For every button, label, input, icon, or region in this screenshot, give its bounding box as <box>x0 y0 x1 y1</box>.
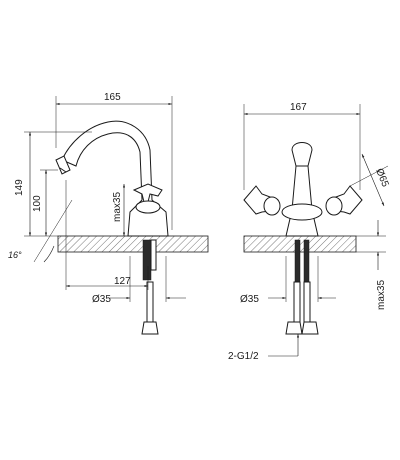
front-faucet-body <box>243 142 363 237</box>
side-dim-width: 165 <box>104 92 121 103</box>
side-shank <box>141 239 159 335</box>
side-faucet-body <box>55 120 169 237</box>
side-dim-height-spout: 100 <box>32 195 43 212</box>
side-dim-max-height: max35 <box>112 192 123 222</box>
side-dim-reach: 127 <box>114 276 131 287</box>
front-dim-hole-diameter: Ø35 <box>240 294 259 305</box>
front-dim-max-height: max35 <box>376 280 387 310</box>
side-view: 165 149 100 max35 16° 127 Ø35 <box>8 92 209 335</box>
side-dim-hole-diameter: Ø35 <box>92 294 111 305</box>
side-countertop <box>57 235 209 253</box>
front-shanks <box>285 239 319 335</box>
side-dim-height-total: 149 <box>14 179 25 196</box>
front-thread-label: 2-G1/2 <box>228 351 259 362</box>
front-dim-handle-diameter: Ø65 <box>373 167 390 189</box>
front-dim-width: 167 <box>290 102 307 113</box>
side-dim-angle: 16° <box>8 250 22 260</box>
front-view: 167 Ø65 max35 Ø35 2-G1/2 <box>228 102 391 362</box>
